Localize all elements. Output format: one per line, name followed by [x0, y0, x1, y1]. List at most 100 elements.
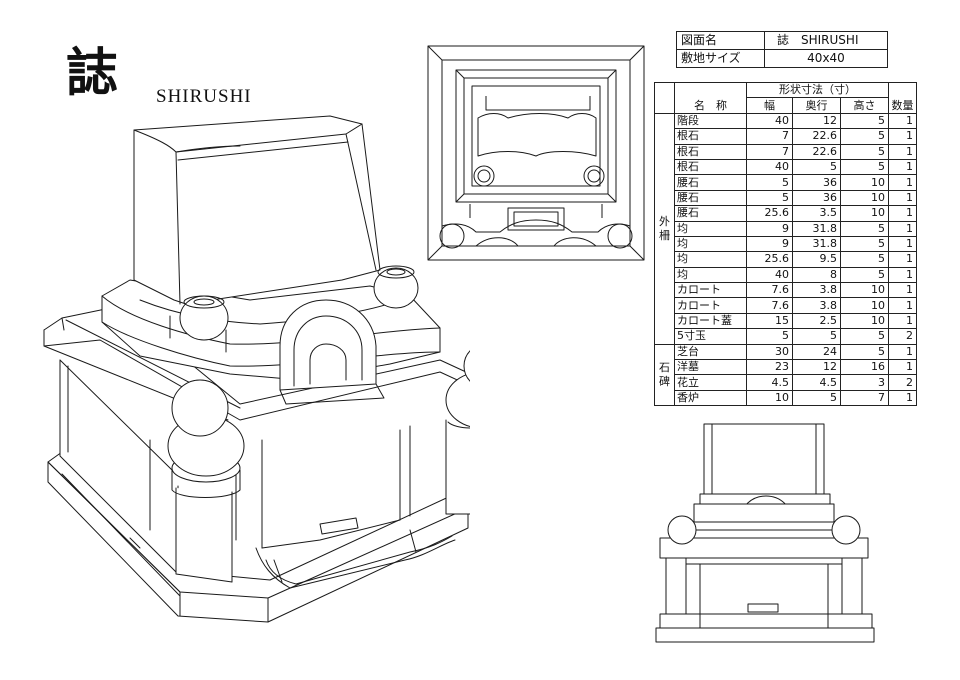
- spec-cell-qty: 1: [888, 359, 918, 376]
- spec-group-label: 石碑: [654, 343, 675, 407]
- spec-cell-width: 23: [746, 359, 793, 376]
- spec-cell-depth: 36: [792, 189, 841, 207]
- plan-view-drawing: [426, 44, 648, 264]
- spec-group-label-char: 外: [659, 214, 670, 228]
- spec-cell-name: 均: [674, 235, 747, 253]
- spec-cell-qty: 2: [888, 328, 918, 345]
- spec-cell-height: 10: [839, 174, 890, 191]
- spec-cell-name: 根石: [674, 143, 747, 160]
- spec-cell-width: 4.5: [746, 374, 793, 391]
- spec-cell-name: 均: [674, 266, 747, 284]
- spec-cell-depth: 31.8: [792, 220, 841, 237]
- spec-cell-name: 根石: [674, 158, 747, 176]
- spec-cell-width: 25.6: [746, 205, 793, 222]
- spec-cell-qty: 1: [888, 128, 918, 145]
- site-size-label: 敷地サイズ: [676, 49, 765, 68]
- spec-cell-height: 7: [839, 389, 890, 407]
- spec-cell-name: 腰石: [674, 174, 747, 191]
- spec-cell-depth: 12: [792, 359, 841, 376]
- spec-header-corner: [654, 82, 675, 114]
- spec-cell-qty: 1: [888, 343, 918, 361]
- spec-cell-depth: 3.5: [792, 205, 841, 222]
- spec-cell-height: 5: [839, 112, 890, 130]
- spec-header-dims-group: 形状寸法（寸）: [745, 81, 890, 99]
- spec-cell-depth: 9.5: [792, 251, 841, 268]
- spec-cell-qty: 1: [888, 266, 918, 284]
- spec-cell-height: 5: [839, 220, 890, 237]
- spec-cell-width: 7.6: [746, 282, 793, 299]
- spec-cell-width: 40: [746, 112, 793, 130]
- spec-cell-depth: 22.6: [792, 143, 841, 160]
- spec-cell-depth: 24: [792, 343, 841, 361]
- drawing-name-value: 誌 SHIRUSHI: [764, 31, 888, 50]
- spec-cell-name: 均: [674, 251, 747, 268]
- spec-cell-qty: 1: [888, 189, 918, 207]
- spec-cell-qty: 1: [888, 205, 918, 222]
- spec-cell-height: 10: [839, 205, 890, 222]
- spec-header-height: 高さ: [839, 97, 890, 114]
- spec-cell-qty: 1: [888, 251, 918, 268]
- spec-cell-name: カロート: [674, 297, 747, 314]
- spec-group-label: 外柵: [654, 112, 675, 345]
- spec-cell-width: 40: [746, 266, 793, 284]
- spec-cell-depth: 8: [792, 266, 841, 284]
- spec-cell-width: 9: [746, 235, 793, 253]
- spec-cell-depth: 36: [792, 174, 841, 191]
- spec-cell-height: 5: [839, 328, 890, 345]
- spec-cell-width: 25.6: [746, 251, 793, 268]
- spec-cell-qty: 1: [888, 174, 918, 191]
- spec-header-depth: 奥行: [792, 97, 841, 114]
- spec-cell-qty: 1: [888, 158, 918, 176]
- perspective-view-drawing: [40, 110, 470, 650]
- spec-group-label-char: 石: [659, 360, 670, 374]
- spec-cell-height: 5: [839, 235, 890, 253]
- spec-cell-name: カロート蓋: [674, 312, 747, 330]
- spec-cell-depth: 5: [792, 328, 841, 345]
- spec-table-header: 名 称 形状寸法（寸） 数量 幅 奥行 高さ: [654, 81, 918, 114]
- spec-cell-name: 洋墓: [674, 359, 747, 376]
- spec-cell-height: 5: [839, 251, 890, 268]
- spec-cell-width: 30: [746, 343, 793, 361]
- spec-cell-width: 5: [746, 189, 793, 207]
- spec-group-label-char: 碑: [659, 374, 670, 388]
- spec-cell-name: 腰石: [674, 205, 747, 222]
- spec-cell-name: 根石: [674, 128, 747, 145]
- spec-cell-name: 階段: [674, 112, 747, 130]
- spec-cell-height: 5: [839, 158, 890, 176]
- spec-cell-height: 5: [839, 128, 890, 145]
- spec-cell-height: 5: [839, 266, 890, 284]
- spec-cell-depth: 12: [792, 112, 841, 130]
- spec-cell-width: 40: [746, 158, 793, 176]
- spec-cell-qty: 1: [888, 143, 918, 160]
- spec-cell-qty: 1: [888, 112, 918, 130]
- spec-cell-height: 3: [839, 374, 890, 391]
- spec-cell-depth: 5: [792, 158, 841, 176]
- site-size-row: 敷地サイズ 40x40: [676, 49, 888, 68]
- drawing-info-table: 図面名 誌 SHIRUSHI 敷地サイズ 40x40: [676, 31, 888, 68]
- spec-cell-name: 芝台: [674, 343, 747, 361]
- page-title-kanji: 誌: [66, 43, 119, 104]
- spec-cell-width: 7.6: [746, 297, 793, 314]
- spec-cell-height: 5: [839, 143, 890, 160]
- spec-cell-depth: 3.8: [792, 297, 841, 314]
- spec-cell-width: 9: [746, 220, 793, 237]
- spec-cell-depth: 31.8: [792, 235, 841, 253]
- spec-header-qty: 数量: [888, 82, 918, 114]
- spec-cell-height: 10: [839, 189, 890, 207]
- spec-cell-depth: 4.5: [792, 374, 841, 391]
- spec-cell-width: 7: [746, 143, 793, 160]
- spec-cell-width: 15: [746, 312, 793, 330]
